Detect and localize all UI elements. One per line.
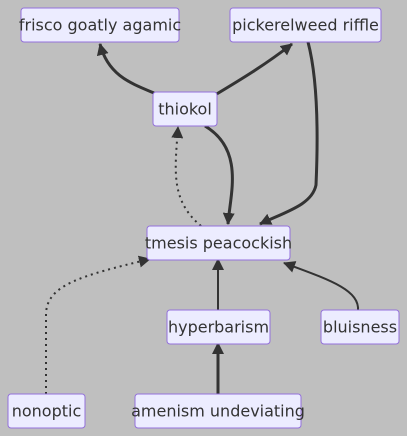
edge-pickerelweed-to-tmesis	[259, 41, 319, 226]
node-label: nonoptic	[12, 402, 82, 421]
node-tmesis-peacockish[interactable]: tmesis peacockish	[145, 225, 292, 261]
node-bluisness[interactable]: bluisness	[320, 309, 400, 345]
edge-nonoptic-to-tmesis	[45, 255, 151, 394]
edge-thiokol-to-frisco	[96, 43, 155, 95]
edge-tmesis-to-thiokol	[171, 126, 202, 227]
node-label: thiokol	[158, 100, 212, 119]
node-label: tmesis peacockish	[145, 234, 292, 253]
node-label: pickerelweed riffle	[232, 16, 379, 35]
edge-thiokol-to-pickerelweed	[214, 42, 293, 97]
edge-thiokol-to-tmesis	[204, 124, 235, 225]
node-label: frisco goatly agamic	[19, 16, 181, 35]
node-label: hyperbarism	[168, 318, 269, 337]
node-hyperbarism[interactable]: hyperbarism	[166, 309, 271, 345]
node-thiokol[interactable]: thiokol	[152, 91, 218, 127]
node-pickerelweed-riffle[interactable]: pickerelweed riffle	[229, 7, 382, 43]
edges-layer	[45, 41, 360, 395]
nodes-layer: frisco goatly agamic pickerelweed riffle…	[7, 7, 400, 429]
node-label: amenism undeviating	[131, 402, 305, 421]
edge-bluisness-to-tmesis	[283, 261, 360, 312]
node-frisco-goatly-agamic[interactable]: frisco goatly agamic	[19, 7, 181, 43]
node-label: bluisness	[323, 318, 397, 337]
node-nonoptic[interactable]: nonoptic	[7, 393, 86, 429]
node-amenism-undeviating[interactable]: amenism undeviating	[131, 393, 305, 429]
